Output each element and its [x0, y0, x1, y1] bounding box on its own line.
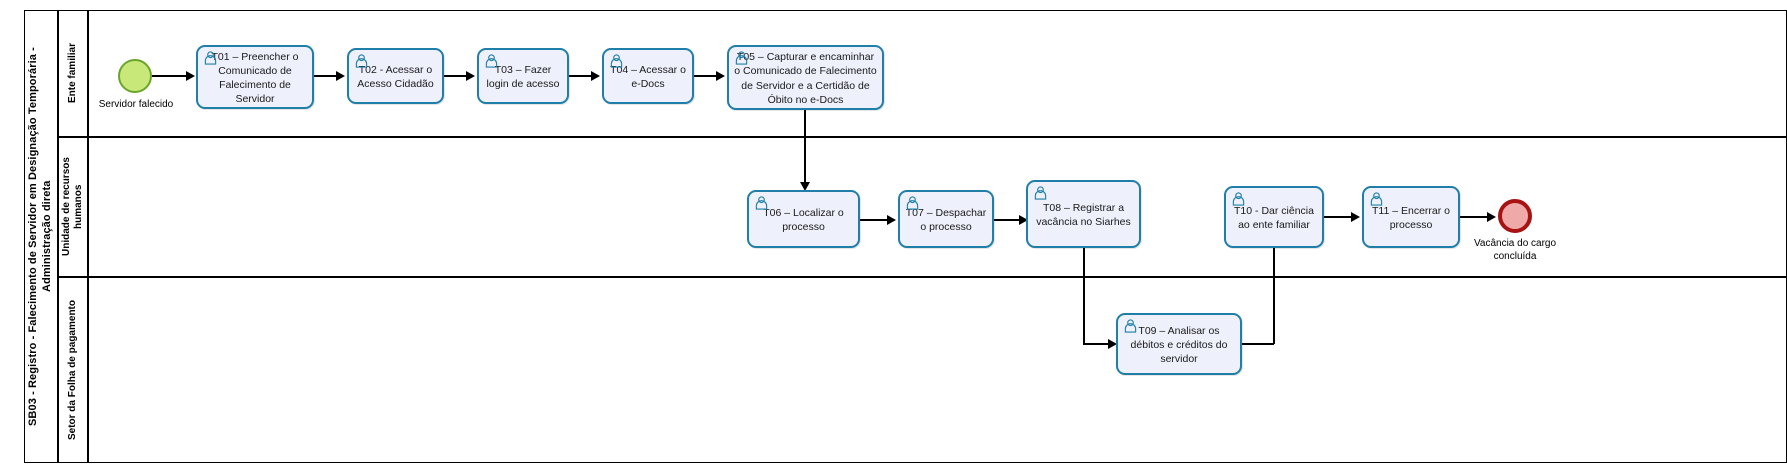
flow-arrow: [591, 71, 600, 81]
flow-arrow: [1019, 215, 1028, 225]
flow-arrow: [800, 182, 810, 191]
flow-t11-to-end: [1460, 216, 1492, 218]
flow-t06-to-t07: [860, 219, 892, 221]
user-task-icon: [906, 196, 919, 210]
user-task-icon: [1370, 192, 1383, 206]
task-t09[interactable]: T09 – Analisar os débitos e créditos do …: [1116, 313, 1242, 375]
flow-t08-to-t09-horizontal: [1083, 343, 1113, 345]
pool-title: SB03 - Registro - Falecimento de Servido…: [24, 10, 58, 463]
task-t03-label: T03 – Fazer login de acesso: [486, 63, 560, 90]
task-t06[interactable]: T06 – Localizar o processo: [747, 190, 860, 248]
flow-t08-to-t09-vertical: [1083, 248, 1085, 344]
flow-t09-to-t10-horizontal: [1242, 343, 1274, 345]
flow-t03-to-t04: [569, 75, 597, 77]
lane-header-folha-pagamento: Setor da Folha de pagamento: [58, 277, 88, 463]
lane-label-folha-pagamento: Setor da Folha de pagamento: [67, 299, 78, 441]
flow-t09-to-t10-vertical: [1273, 228, 1275, 344]
task-t08[interactable]: T08 – Registrar a vacância no Siarhes: [1026, 180, 1141, 248]
user-task-icon: [610, 54, 623, 68]
user-task-icon: [735, 51, 748, 65]
flow-arrow: [186, 71, 195, 81]
lane-label-unidade-rh: Unidade de recursos humanos: [61, 157, 84, 257]
user-task-icon: [355, 54, 368, 68]
task-t02[interactable]: T02 - Acessar o Acesso Cidadão: [347, 48, 444, 104]
flow-arrow: [1108, 339, 1117, 349]
pool-title-label: SB03 - Registro - Falecimento de Servido…: [27, 47, 53, 426]
flow-arrow: [336, 71, 345, 81]
flow-arrow: [1351, 212, 1360, 222]
flow-t05-to-t06: [804, 110, 806, 184]
flow-arrow: [716, 71, 725, 81]
lane-body-folha-pagamento: [88, 277, 1787, 463]
user-task-icon: [485, 54, 498, 68]
flow-arrow: [887, 215, 896, 225]
task-t10[interactable]: T10 - Dar ciência ao ente familiar: [1224, 186, 1324, 248]
flow-t01-to-t02: [314, 75, 342, 77]
task-t11[interactable]: T11 – Encerrar o processo: [1362, 186, 1460, 248]
task-t04[interactable]: T04 – Acessar o e-Docs: [602, 48, 694, 104]
user-task-icon: [204, 51, 217, 65]
end-event-label: Vacância do cargo concluída: [1473, 238, 1557, 262]
flow-t07-to-t08: [994, 219, 1024, 221]
task-t11-label: T11 – Encerrar o processo: [1371, 204, 1450, 231]
flow-t04-to-t05: [694, 75, 722, 77]
user-task-icon: [1124, 319, 1137, 333]
lane-header-unidade-rh: Unidade de recursos humanos: [58, 137, 88, 277]
task-t05-label: T05 – Capturar e encaminhar o Comunicado…: [734, 51, 877, 106]
task-t02-label: T02 - Acessar o Acesso Cidadão: [357, 63, 434, 90]
task-t07[interactable]: T07 – Despachar o processo: [898, 190, 994, 248]
start-event-label: Servidor falecido: [98, 99, 174, 110]
task-t03[interactable]: T03 – Fazer login de acesso: [477, 48, 569, 104]
user-task-icon: [755, 196, 768, 210]
lane-header-ente-familiar: Ente familiar: [58, 10, 88, 137]
task-t01-label: T01 – Preencher o Comunicado de Falecime…: [211, 50, 299, 106]
task-t10-label: T10 - Dar ciência ao ente familiar: [1234, 204, 1314, 231]
flow-t10-to-t11: [1324, 216, 1356, 218]
flow-arrow: [1487, 212, 1496, 222]
user-task-icon: [1232, 192, 1245, 206]
task-t09-label: T09 – Analisar os débitos e créditos do …: [1130, 324, 1228, 366]
lane-label-ente-familiar: Ente familiar: [67, 43, 78, 104]
start-event[interactable]: [118, 59, 152, 93]
flow-arrow: [466, 71, 475, 81]
end-event[interactable]: [1498, 199, 1532, 233]
flow-start-to-t01: [152, 75, 187, 77]
task-t01[interactable]: T01 – Preencher o Comunicado de Falecime…: [196, 45, 314, 109]
flow-t02-to-t03: [444, 75, 472, 77]
task-t06-label: T06 – Localizar o processo: [763, 206, 844, 233]
task-t08-label: T08 – Registrar a vacância no Siarhes: [1036, 201, 1131, 228]
task-t07-label: T07 – Despachar o processo: [905, 206, 987, 233]
task-t05[interactable]: T05 – Capturar e encaminhar o Comunicado…: [727, 45, 884, 110]
user-task-icon: [1034, 186, 1047, 200]
